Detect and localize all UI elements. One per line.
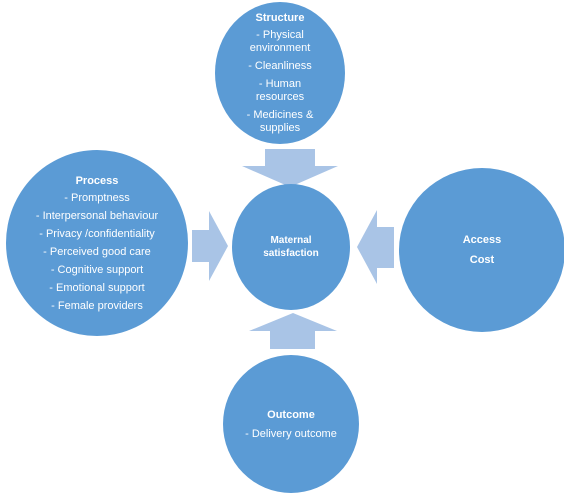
outcome-title: Outcome — [267, 408, 315, 421]
arrow-structure-to-center — [242, 149, 338, 187]
process-item: - Interpersonal behaviour — [35, 209, 159, 222]
structure-item: - Cleanliness — [248, 60, 312, 72]
outcome-node: Outcome - Delivery outcome — [223, 355, 359, 493]
center-node: Maternal satisfaction — [232, 184, 350, 310]
process-item: - Privacy /confidentiality — [39, 227, 155, 240]
outcome-item: - Delivery outcome — [245, 427, 337, 440]
center-label-line1: Maternal — [270, 235, 312, 246]
process-item: - Perceived good care — [43, 245, 151, 258]
arrow-access-to-center — [357, 210, 394, 284]
structure-item: - Human resources — [255, 78, 305, 103]
arrow-outcome-to-center — [249, 313, 337, 349]
outcome-list: - Delivery outcome — [245, 428, 337, 441]
structure-item: - Physical environment — [249, 29, 311, 54]
access-label: Access — [462, 234, 502, 246]
process-list: - Promptness - Interpersonal behaviour -… — [36, 192, 158, 313]
process-item: - Female providers — [51, 299, 143, 312]
process-title: Process — [75, 174, 119, 187]
process-item: - Promptness — [64, 191, 130, 204]
cost-label: Cost — [469, 254, 495, 266]
process-item: - Cognitive support — [50, 263, 144, 276]
structure-title: Structure — [255, 12, 305, 24]
arrow-process-to-center — [192, 211, 228, 281]
center-label-line2: satisfaction — [263, 248, 319, 259]
access-node: Access Cost — [399, 168, 564, 332]
structure-list: - Physical environment - Cleanliness - H… — [237, 29, 323, 135]
structure-node: Structure - Physical environment - Clean… — [215, 2, 345, 144]
process-node: Process - Promptness - Interpersonal beh… — [6, 150, 188, 336]
process-item: - Emotional support — [49, 281, 145, 294]
structure-item: - Medicines & supplies — [246, 109, 314, 134]
